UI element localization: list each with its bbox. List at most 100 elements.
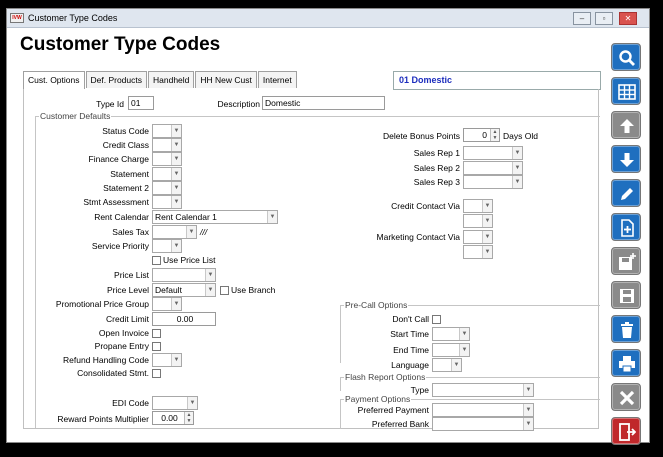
record-display: 01 Domestic — [393, 71, 601, 90]
credit-limit-label: Credit Limit — [106, 314, 149, 324]
tab-hh-new-cust[interactable]: HH New Cust — [195, 71, 257, 88]
save-and-new-button[interactable] — [611, 247, 641, 275]
open-invoice-label: Open Invoice — [98, 328, 149, 338]
marketing-contact-via-dropdown-2[interactable]: ▼ — [463, 245, 493, 259]
previous-record-button[interactable] — [611, 111, 641, 139]
arrow-up-icon — [620, 119, 634, 133]
tab-def-products[interactable]: Def. Products — [85, 71, 147, 88]
credit-class-dropdown[interactable]: ▼ — [152, 138, 182, 152]
finance-charge-label: Finance Charge — [88, 154, 149, 164]
description-label: Description — [217, 99, 260, 109]
refund-handling-code-dropdown[interactable]: ▼ — [152, 353, 182, 367]
price-level-label: Price Level — [106, 285, 149, 295]
maximize-button[interactable]: ▫ — [595, 12, 613, 25]
price-list-dropdown[interactable]: ▼ — [152, 268, 216, 282]
tab-handheld[interactable]: Handheld — [148, 71, 195, 88]
spinner-icon[interactable]: ▲▼ — [184, 412, 193, 424]
open-invoice-checkbox[interactable] — [152, 329, 161, 338]
description-field[interactable]: Domestic — [262, 96, 385, 110]
page-title: Customer Type Codes — [20, 34, 221, 55]
save-new-icon — [619, 253, 636, 270]
tab-cust-options[interactable]: Cust. Options — [23, 71, 85, 89]
type-dropdown[interactable]: ▼ — [432, 383, 534, 397]
delete-button[interactable] — [611, 315, 641, 343]
cancel-button[interactable] — [611, 383, 641, 411]
preferred-payment-label: Preferred Payment — [357, 405, 429, 415]
credit-contact-via-dropdown-1[interactable]: ▼ — [463, 199, 493, 213]
credit-limit-field[interactable]: 0.00 — [152, 312, 216, 326]
sales-rep-2-label: Sales Rep 2 — [413, 163, 460, 173]
spinner-icon[interactable]: ▲▼ — [490, 129, 499, 141]
tab-internet[interactable]: Internet — [257, 71, 297, 88]
printer-icon — [619, 356, 635, 373]
marketing-contact-via-label: Marketing Contact Via — [376, 232, 460, 242]
flash-report-options-title: Flash Report Options — [344, 372, 427, 382]
credit-contact-via-dropdown-2[interactable]: ▼ — [463, 214, 493, 228]
preferred-bank-dropdown[interactable]: ▼ — [432, 417, 534, 431]
preferred-payment-dropdown[interactable]: ▼ — [432, 403, 534, 417]
edi-code-label: EDI Code — [112, 398, 149, 408]
chevron-down-icon: ▼ — [459, 344, 469, 356]
status-code-dropdown[interactable]: ▼ — [152, 124, 182, 138]
pre-call-options-title: Pre-Call Options — [344, 300, 409, 310]
type-id-label: Type Id — [96, 99, 124, 109]
chevron-down-icon: ▼ — [171, 182, 181, 194]
sales-rep-3-dropdown[interactable]: ▼ — [463, 175, 523, 189]
app-icon: IVW — [10, 13, 24, 23]
use-branch-checkbox[interactable] — [220, 286, 229, 295]
price-level-dropdown[interactable]: Default▼ — [152, 283, 216, 297]
marketing-contact-via-dropdown-1[interactable]: ▼ — [463, 230, 493, 244]
payment-options-title: Payment Options — [344, 394, 412, 404]
stmt-assessment-dropdown[interactable]: ▼ — [152, 195, 182, 209]
type-label: Type — [410, 385, 429, 395]
sales-rep-2-dropdown[interactable]: ▼ — [463, 161, 523, 175]
edit-button[interactable] — [611, 179, 641, 207]
print-button[interactable] — [611, 349, 641, 377]
end-time-label: End Time — [393, 345, 429, 355]
statement-dropdown[interactable]: ▼ — [152, 167, 182, 181]
dont-call-checkbox[interactable] — [432, 315, 441, 324]
new-document-icon — [621, 219, 634, 237]
chevron-down-icon: ▼ — [451, 359, 461, 371]
sales-rep-1-label: Sales Rep 1 — [413, 148, 460, 158]
pencil-icon — [621, 188, 633, 200]
start-time-dropdown[interactable]: ▼ — [432, 327, 470, 341]
days-old-label: Days Old — [503, 131, 538, 141]
search-button[interactable] — [611, 43, 641, 71]
save-button[interactable] — [611, 281, 641, 309]
edi-code-dropdown[interactable]: ▼ — [152, 396, 198, 410]
propane-entry-checkbox[interactable] — [152, 342, 161, 351]
new-record-button[interactable] — [611, 213, 641, 241]
end-time-dropdown[interactable]: ▼ — [432, 343, 470, 357]
start-time-label: Start Time — [390, 329, 429, 339]
reward-points-multiplier-label: Reward Points Multiplier — [57, 414, 149, 424]
language-dropdown[interactable]: ▼ — [432, 358, 462, 372]
type-id-field[interactable]: 01 — [128, 96, 154, 110]
customer-defaults-title: Customer Defaults — [39, 111, 112, 121]
chevron-down-icon: ▼ — [171, 354, 181, 366]
sales-rep-1-dropdown[interactable]: ▼ — [463, 146, 523, 160]
chevron-down-icon: ▼ — [512, 176, 522, 188]
use-price-list-checkbox[interactable] — [152, 256, 161, 265]
delete-bonus-points-field[interactable]: 0▲▼ — [463, 128, 500, 142]
use-branch-label: Use Branch — [231, 285, 276, 295]
grid-view-button[interactable] — [611, 77, 641, 105]
finance-charge-dropdown[interactable]: ▼ — [152, 152, 182, 166]
statement-label: Statement — [110, 169, 149, 179]
credit-contact-via-label: Credit Contact Via — [391, 201, 460, 211]
close-window-button[interactable]: ✕ — [619, 12, 637, 25]
statement-2-dropdown[interactable]: ▼ — [152, 181, 182, 195]
minimize-button[interactable]: – — [573, 12, 591, 25]
next-record-button[interactable] — [611, 145, 641, 173]
arrow-down-icon — [620, 153, 634, 167]
window-title: Customer Type Codes — [28, 13, 118, 23]
reward-points-multiplier-field[interactable]: 0.00▲▼ — [152, 411, 194, 425]
rent-calendar-dropdown[interactable]: Rent Calendar 1▼ — [152, 210, 278, 224]
sales-tax-dropdown[interactable]: ▼ — [152, 225, 197, 239]
exit-button[interactable] — [611, 417, 641, 445]
chevron-down-icon: ▼ — [171, 240, 181, 252]
consolidated-stmt-checkbox[interactable] — [152, 369, 161, 378]
promotional-price-group-dropdown[interactable]: ▼ — [152, 297, 182, 311]
chevron-down-icon: ▼ — [171, 139, 181, 151]
service-priority-dropdown[interactable]: ▼ — [152, 239, 182, 253]
